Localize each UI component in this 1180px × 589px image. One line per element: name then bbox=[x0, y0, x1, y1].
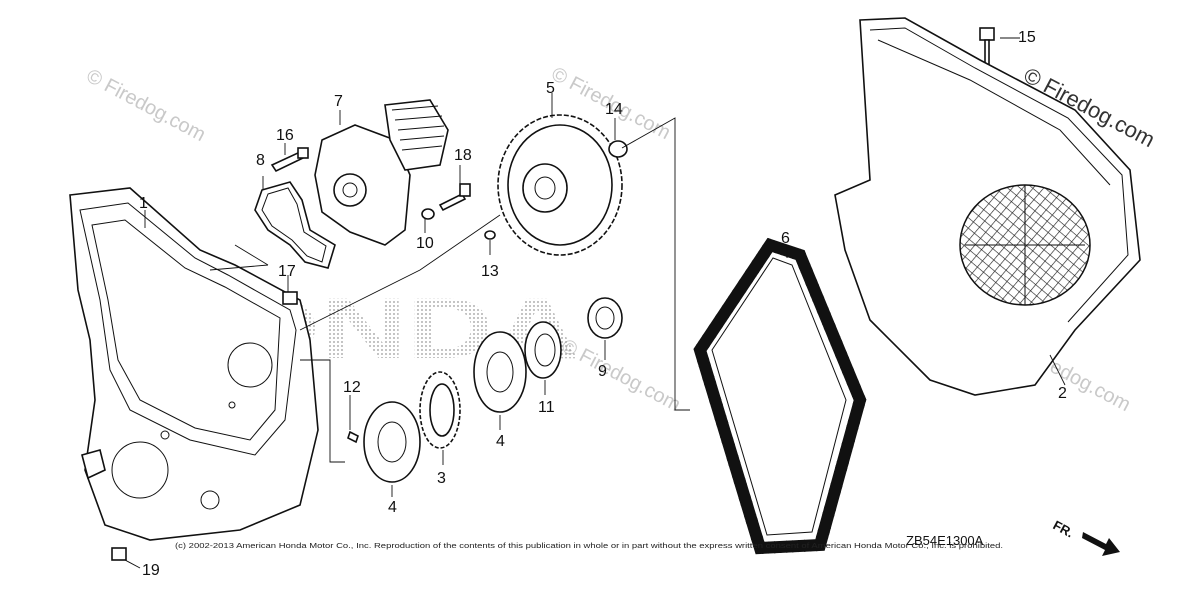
callout-19: 19 bbox=[142, 562, 160, 579]
small-sprocket-part bbox=[419, 371, 461, 449]
left-cover-part bbox=[69, 187, 319, 541]
callout-9: 9 bbox=[598, 363, 607, 380]
callout-13: 13 bbox=[481, 263, 499, 280]
large-sprocket-part bbox=[497, 114, 623, 256]
callout-5: 5 bbox=[546, 80, 555, 97]
callout-6: 6 bbox=[781, 230, 790, 247]
callout-10: 10 bbox=[416, 235, 434, 252]
callout-15: 15 bbox=[1018, 29, 1036, 46]
callout-numbers: 1 2 3 4 4 5 6 7 8 9 10 11 12 13 14 15 16… bbox=[139, 29, 1067, 579]
callout-4a: 4 bbox=[388, 499, 397, 516]
plate-parts bbox=[363, 297, 623, 483]
timing-belt-part bbox=[693, 237, 867, 555]
housing-part bbox=[834, 17, 1141, 396]
callout-1: 1 bbox=[139, 195, 148, 212]
gasket-part bbox=[254, 181, 336, 269]
callout-4b: 4 bbox=[496, 433, 505, 450]
front-arrow-icon bbox=[1082, 532, 1120, 556]
callout-7: 7 bbox=[334, 93, 343, 110]
front-direction-indicator: FR. bbox=[1051, 517, 1120, 556]
callout-17: 17 bbox=[278, 263, 296, 280]
callout-14: 14 bbox=[605, 101, 623, 118]
callout-3: 3 bbox=[437, 470, 446, 487]
watermark-text: © Firedog.com bbox=[83, 65, 209, 146]
fastener-parts bbox=[111, 27, 995, 561]
callout-12: 12 bbox=[343, 379, 361, 396]
callout-18: 18 bbox=[454, 147, 472, 164]
diagram-code: ZB54E1300A bbox=[906, 533, 984, 548]
copyright-notice: (c) 2002-2013 American Honda Motor Co., … bbox=[175, 541, 1003, 550]
callout-11: 11 bbox=[538, 399, 555, 416]
pump-part bbox=[314, 99, 449, 246]
callout-16: 16 bbox=[276, 127, 294, 144]
leader-lines bbox=[124, 37, 1066, 569]
callout-2: 2 bbox=[1058, 385, 1067, 402]
front-direction-label: FR. bbox=[1051, 517, 1077, 540]
callout-8: 8 bbox=[256, 152, 265, 169]
